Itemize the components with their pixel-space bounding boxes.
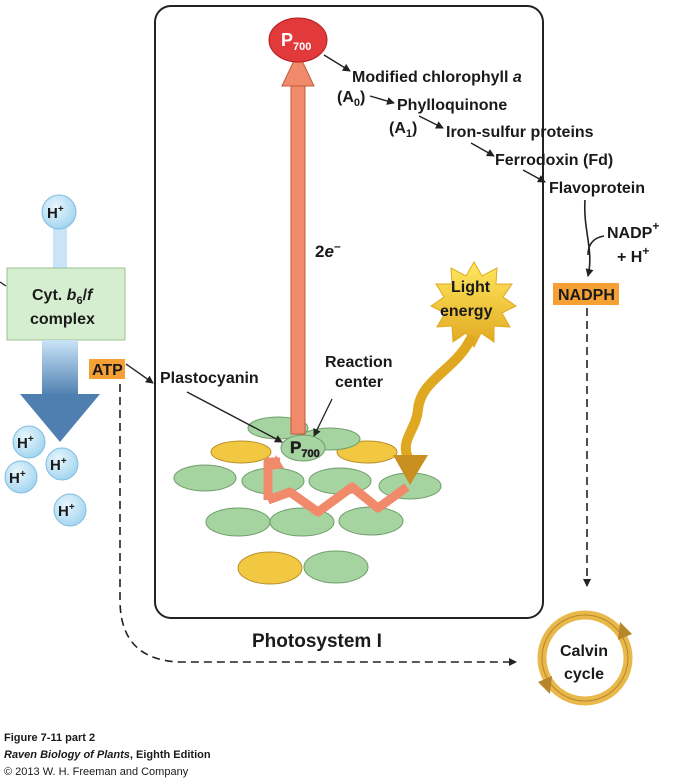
svg-text:H+: H+	[50, 456, 67, 474]
photosystem-title: Photosystem I	[252, 631, 382, 652]
nadp-input-curve	[587, 235, 605, 256]
p700-reaction-center	[280, 434, 326, 462]
svg-text:H+: H+	[9, 469, 26, 487]
proton-channel-bottom	[42, 340, 78, 396]
flavoprotein-label: Flavoprotein	[549, 180, 645, 197]
photosystem-box	[154, 5, 544, 619]
pigment-disc	[210, 440, 272, 464]
protein-disc	[205, 507, 271, 537]
light-wave-arrowhead	[393, 455, 428, 485]
atp-badge	[89, 359, 125, 379]
modified-chlorophyll-label: Modified chlorophyll a	[352, 69, 522, 86]
arrow-to-iron-sulfur	[418, 115, 444, 129]
h-plus-label: + H+	[617, 244, 649, 266]
cytochrome-b6f-complex	[6, 267, 126, 341]
p700-excited	[268, 17, 328, 63]
arrow-to-a0	[323, 54, 351, 72]
nadp-label: NADP+	[607, 219, 659, 242]
proton-bubble: H+	[53, 493, 87, 527]
proton-bubble: H+	[4, 460, 38, 494]
proton-bubble: H+	[12, 425, 46, 459]
protein-disc	[303, 550, 369, 584]
copyright-caption: © 2013 W. H. Freeman and Company	[4, 766, 189, 778]
atp-to-plastocyanin-arrow	[125, 363, 154, 384]
proton-bubble-top: H+	[41, 194, 77, 230]
p700-top-label: P700	[281, 30, 311, 53]
light-wave	[400, 335, 475, 463]
figure-caption: Figure 7-11 part 2	[4, 732, 95, 744]
pigment-disc	[237, 551, 303, 585]
a0-label: (A0)	[337, 89, 365, 109]
arrow-to-ferredoxin	[470, 142, 495, 157]
calvin-cycle-label: Calvin cycle	[560, 643, 612, 683]
svg-text:H+: H+	[17, 434, 34, 452]
electron-label: 2e–	[315, 239, 341, 261]
atp-label: ATP	[92, 362, 123, 379]
phylloquinone-label: Phylloquinone	[397, 97, 507, 114]
proton-bubble: H+	[45, 447, 79, 481]
reaction-center-label: Reaction center	[325, 354, 397, 391]
atp-to-calvin-arrow	[119, 384, 517, 666]
plastocyanin-arrow	[186, 391, 283, 443]
a1-label: (A1)	[389, 120, 417, 140]
nadph-label: NADPH	[558, 287, 615, 304]
ferredoxin-label: Ferrodoxin (Fd)	[495, 152, 613, 169]
reaction-center-pointer	[313, 398, 333, 437]
protein-disc	[173, 464, 237, 492]
arrow-to-flavoprotein	[522, 169, 546, 183]
flavoprotein-to-nadph-arrow	[583, 199, 594, 277]
arrow-to-a1	[369, 95, 395, 105]
nadph-badge	[553, 283, 619, 305]
proton-channel-top	[53, 228, 67, 268]
energy-zigzag	[266, 482, 410, 517]
protein-disc	[338, 506, 404, 536]
svg-text:H+: H+	[47, 204, 64, 222]
energy-arrowhead	[270, 455, 284, 470]
light-energy-burst	[393, 260, 517, 485]
iron-sulfur-label: Iron-sulfur proteins	[446, 124, 594, 141]
svg-text:H+: H+	[58, 502, 75, 520]
book-caption: Raven Biology of Plants, Eighth Edition	[4, 749, 211, 761]
plastocyanin-label: Plastocyanin	[160, 370, 259, 387]
cytochrome-label: Cyt. b6/f complex	[30, 287, 97, 328]
incoming-electron-arrow	[0, 281, 7, 287]
calvin-cycle-ring	[537, 610, 633, 706]
p700-center-label: P700	[290, 438, 320, 460]
light-energy-label: Light energy	[440, 279, 495, 320]
proton-flow-arrowhead	[20, 394, 100, 442]
electron-excitation-arrow	[281, 50, 315, 435]
